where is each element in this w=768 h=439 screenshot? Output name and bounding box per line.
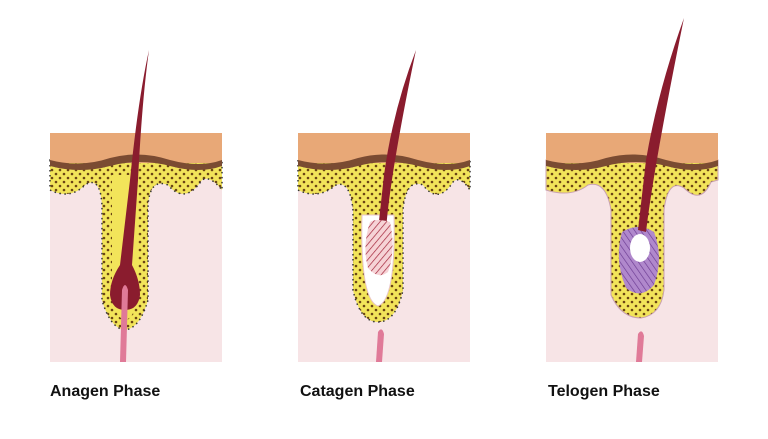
telogen-label: Telogen Phase: [548, 383, 660, 400]
skin-dark-band: [546, 154, 718, 170]
anagen-panel: Anagen Phase: [49, 0, 250, 439]
club-hair: [365, 220, 393, 276]
skin-dark-band: [50, 154, 222, 170]
hair-shaft: [110, 50, 149, 310]
skin-dark-band: [298, 154, 470, 170]
catagen-label: Catagen Phase: [300, 383, 415, 400]
club-bulb-highlight: [630, 234, 650, 262]
hair-shaft: [638, 18, 684, 232]
catagen-panel: Catagen Phase: [297, 0, 498, 439]
dermal-papilla: [120, 285, 128, 362]
telogen-panel: Telogen Phase: [545, 0, 746, 439]
anagen-label: Anagen Phase: [50, 383, 161, 400]
hair-shaft: [378, 50, 416, 230]
dermal-papilla: [376, 329, 384, 362]
catagen-illustration: [297, 50, 471, 362]
telogen-illustration: [545, 18, 719, 362]
anagen-illustration: [49, 50, 223, 362]
dermal-papilla: [636, 331, 644, 362]
